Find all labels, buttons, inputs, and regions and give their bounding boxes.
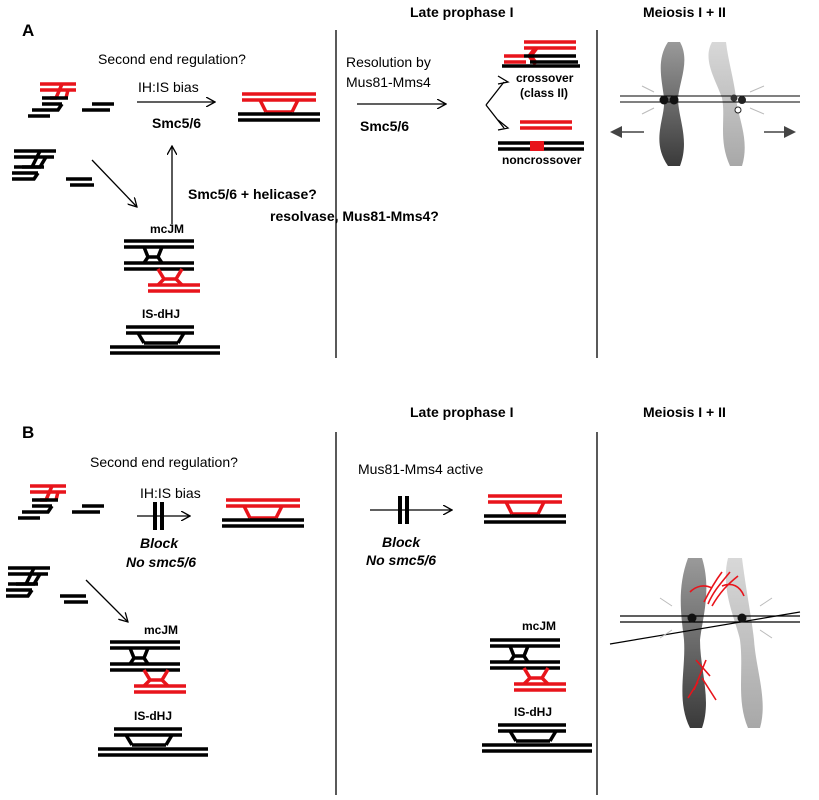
panel-a-crossover-label: crossover bbox=[516, 71, 574, 85]
panel-a-fork-arrowheads bbox=[497, 75, 510, 131]
panel-a-is-dhj-structure bbox=[108, 325, 222, 355]
panel-b-block-label: Block bbox=[140, 535, 179, 551]
panel-b-entanglement-top bbox=[703, 571, 739, 607]
panel-a-single-end-invasion-red bbox=[26, 82, 116, 118]
panel-b-mcjm-structure-right bbox=[488, 638, 568, 692]
panel-b-ih-dhj-red bbox=[220, 498, 306, 528]
panel-b-is-dhj-structure-right bbox=[480, 723, 594, 753]
panel-b-single-end-invasion-black bbox=[4, 566, 90, 604]
panel-a-mus81-mms4: Mus81-Mms4 bbox=[346, 74, 431, 90]
panel-a-second-end-question: Second end regulation? bbox=[98, 51, 246, 67]
panel-b-is-dhj-structure-left bbox=[96, 727, 210, 757]
panel-b-ih-dhj-right bbox=[482, 494, 568, 524]
panel-a-pull-arrow-right-icon bbox=[784, 126, 796, 138]
panel-a-ih-is-bias: IH:IS bias bbox=[138, 79, 199, 95]
panel-b-no-smc56-label-right: No smc5/6 bbox=[366, 552, 436, 568]
panel-a: A Late prophase I Meiosis I + II Second … bbox=[10, 4, 800, 358]
panel-a-smc56-right: Smc5/6 bbox=[360, 118, 409, 134]
panel-a-noncrossover-product bbox=[498, 120, 584, 151]
panel-b-single-end-invasion-red bbox=[16, 484, 106, 520]
panel-a-resolvase: resolvase, Mus81-Mms4? bbox=[270, 208, 439, 224]
panel-b-chromosome-illustration bbox=[609, 558, 801, 728]
panel-b-meiosis-heading: Meiosis I + II bbox=[643, 404, 726, 420]
panel-b-mcjm-label-right: mcJM bbox=[522, 619, 556, 633]
panel-a-crossover-product bbox=[502, 40, 580, 68]
panel-a-smc56-label: Smc5/6 bbox=[152, 115, 201, 131]
panel-a-chromosome-light bbox=[708, 42, 745, 166]
panel-a-arrow-to-mcjm bbox=[91, 159, 137, 207]
panel-b-mus81-active: Mus81-Mms4 active bbox=[358, 461, 483, 477]
panel-a-fork-lines bbox=[485, 81, 505, 129]
panel-a-mcjm-structure bbox=[122, 239, 202, 293]
panel-a-smc56-helicase: Smc5/6 + helicase? bbox=[188, 186, 317, 202]
panel-a-ih-dhj-red bbox=[236, 92, 322, 122]
panel-b-arrow-to-mcjm bbox=[85, 579, 128, 622]
panel-a-noncrossover-label: noncrossover bbox=[502, 153, 582, 167]
panel-b-chromosome-dark bbox=[680, 558, 707, 728]
panel-b-no-smc56-label: No smc5/6 bbox=[126, 554, 196, 570]
panel-b-block-label-right: Block bbox=[382, 534, 421, 550]
panel-b-is-dhj-label-right: IS-dHJ bbox=[514, 705, 552, 719]
panel-b-second-end-question: Second end regulation? bbox=[90, 454, 238, 470]
panel-a-meiosis-heading: Meiosis I + II bbox=[643, 4, 726, 20]
panel-a-single-end-invasion-black bbox=[10, 149, 96, 187]
panel-b-late-prophase-heading: Late prophase I bbox=[410, 404, 513, 420]
panel-b-mcjm-label-left: mcJM bbox=[144, 623, 178, 637]
panel-b-entanglement-bottom bbox=[687, 659, 717, 701]
panel-a-chromosome-dark bbox=[659, 42, 685, 166]
panel-b-is-dhj-label-left: IS-dHJ bbox=[134, 709, 172, 723]
panel-a-late-prophase-heading: Late prophase I bbox=[410, 4, 513, 20]
panel-b-ih-is-bias: IH:IS bias bbox=[140, 485, 201, 501]
panel-b-chromosome-light bbox=[725, 558, 763, 728]
panel-b: B Late prophase I Meiosis I + II Second … bbox=[4, 404, 801, 795]
panel-a-mcjm-label: mcJM bbox=[150, 222, 184, 236]
panel-a-pull-arrow-left-icon bbox=[610, 126, 622, 138]
panel-b-label: B bbox=[22, 423, 34, 442]
panel-a-label: A bbox=[22, 21, 34, 40]
panel-a-chromosome-illustration bbox=[620, 42, 800, 166]
panel-a-resolution-by: Resolution by bbox=[346, 54, 431, 70]
panel-a-is-dhj-label: IS-dHJ bbox=[142, 307, 180, 321]
panel-a-class-ii-label: (class II) bbox=[520, 86, 568, 100]
panel-b-mcjm-structure-left bbox=[108, 640, 188, 694]
